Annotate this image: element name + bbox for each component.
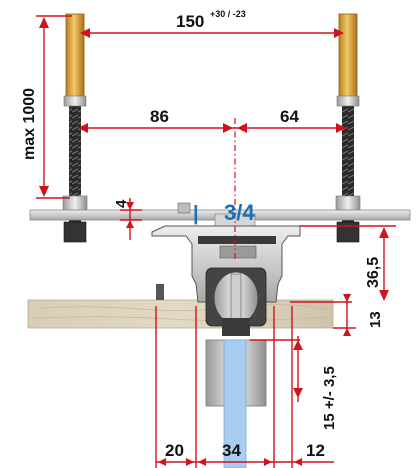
rod-size-label: 3/4	[224, 200, 255, 225]
roller-carriage	[205, 267, 267, 336]
span-top-tolerance: +30 / -23	[210, 9, 246, 19]
right-bottom-nut	[336, 221, 360, 243]
glass-gap-label: 15 +/- 3,5	[321, 366, 338, 430]
dimension-offsets	[78, 123, 348, 133]
right-lower-nut	[335, 195, 361, 211]
right-offset-label: 64	[280, 107, 299, 126]
ceiling-thickness-label: 13	[367, 311, 384, 328]
left-anchor-rod	[62, 13, 88, 243]
right-upper-nut	[336, 95, 360, 107]
max-height-label: max 1000	[21, 88, 38, 160]
left-upper-nut	[63, 95, 87, 107]
dimension-max-height	[36, 15, 72, 199]
rail-height-label: 36,5	[365, 257, 382, 288]
plate-clamp	[177, 202, 191, 214]
left-anchor-sleeve	[65, 13, 85, 101]
left-threaded-rod	[69, 100, 81, 242]
rod-size-marker: |	[193, 203, 199, 225]
dimension-plate-thickness	[120, 198, 142, 240]
right-anchor-rod	[335, 13, 361, 243]
right-threaded-rod	[342, 100, 354, 242]
bottom-right-label: 12	[306, 441, 325, 460]
dimension-rail-height	[290, 225, 396, 303]
plate-thickness-label: 4	[113, 199, 130, 208]
bottom-left-label: 20	[165, 441, 184, 460]
left-offset-label: 86	[150, 107, 169, 126]
left-bottom-nut	[63, 221, 87, 243]
dimension-ceiling-thickness	[333, 294, 356, 336]
dimension-bottom	[155, 306, 334, 468]
glass-pane	[223, 339, 247, 468]
dimension-glass-gap	[250, 336, 303, 402]
dimension-span-top	[80, 28, 344, 38]
wood-panel	[27, 299, 334, 329]
right-anchor-sleeve	[338, 13, 358, 101]
span-top-label: 150	[176, 12, 204, 31]
bottom-mid-label: 34	[222, 441, 241, 460]
